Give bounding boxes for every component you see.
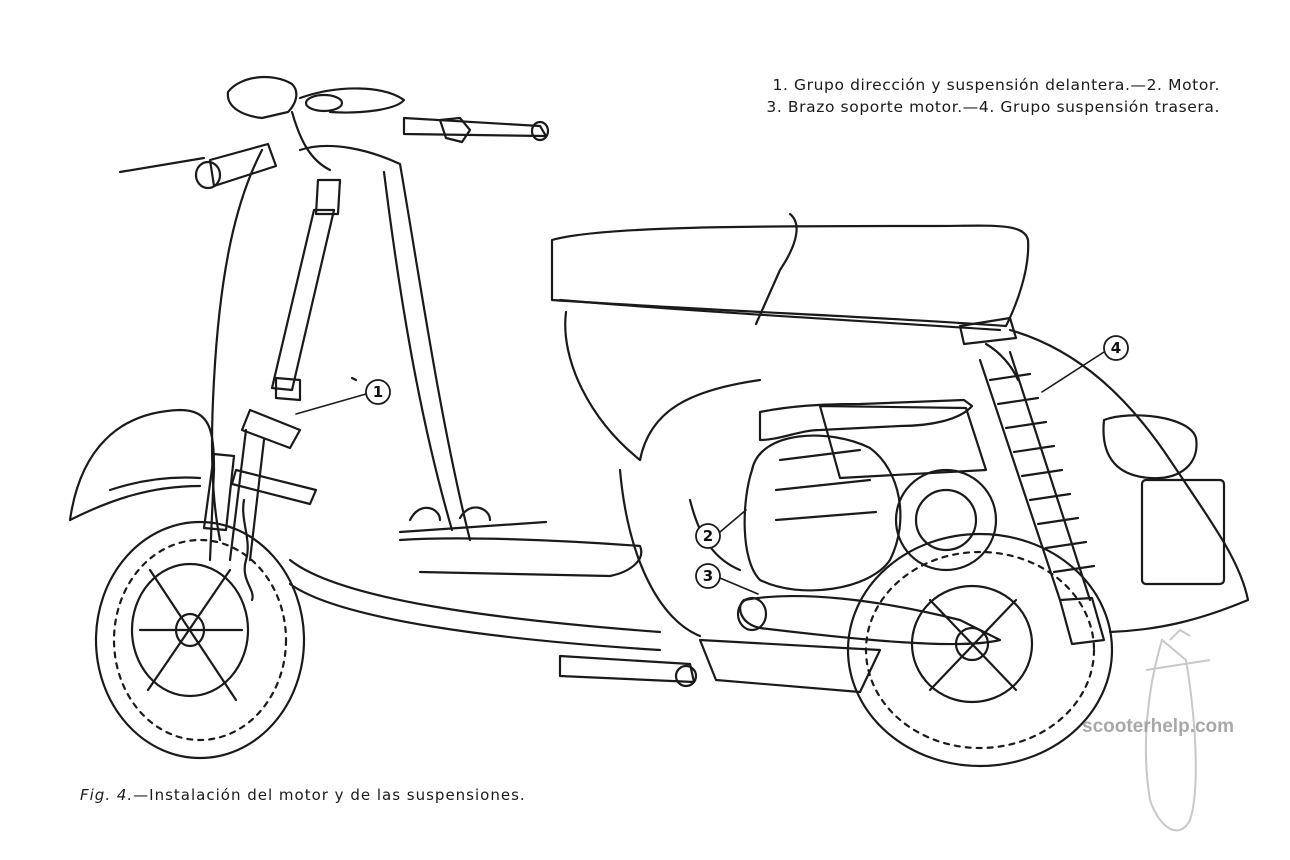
front-wheel — [94, 520, 306, 760]
legend-line-1: 1. Grupo dirección y suspensión delanter… — [772, 76, 1220, 94]
figure-caption-text: —Instalación del motor y de las suspensi… — [133, 786, 526, 804]
watermark-scooter-logo — [1144, 628, 1211, 832]
figure-number: Fig. 4. — [80, 786, 134, 804]
legshield — [210, 144, 472, 542]
callout-leaders — [295, 351, 1105, 595]
callout-3-label: 3 — [703, 567, 713, 585]
rear-wheel — [846, 532, 1114, 768]
rear-body — [564, 310, 1250, 638]
handlebar — [118, 76, 550, 190]
engine-support-arm — [698, 594, 1002, 694]
watermark-text: scooterhelp.com — [1082, 716, 1235, 737]
callout-2-label: 2 — [703, 527, 713, 545]
parts-legend: 1. Grupo dirección y suspensión delanter… — [660, 74, 1220, 118]
front-steering-suspension — [202, 178, 342, 602]
callout-circles — [365, 335, 1129, 589]
figure-caption: Fig. 4.—Instalación del motor y de las s… — [80, 786, 526, 804]
front-fender — [68, 408, 216, 562]
legend-line-2: 3. Brazo soporte motor.—4. Grupo suspens… — [766, 98, 1220, 116]
seat — [550, 212, 1030, 332]
rear-shock-absorber — [958, 316, 1106, 646]
callout-1-label: 1 — [373, 383, 383, 401]
callout-4-label: 4 — [1111, 339, 1121, 357]
floorboard — [288, 506, 698, 688]
engine — [743, 398, 998, 592]
